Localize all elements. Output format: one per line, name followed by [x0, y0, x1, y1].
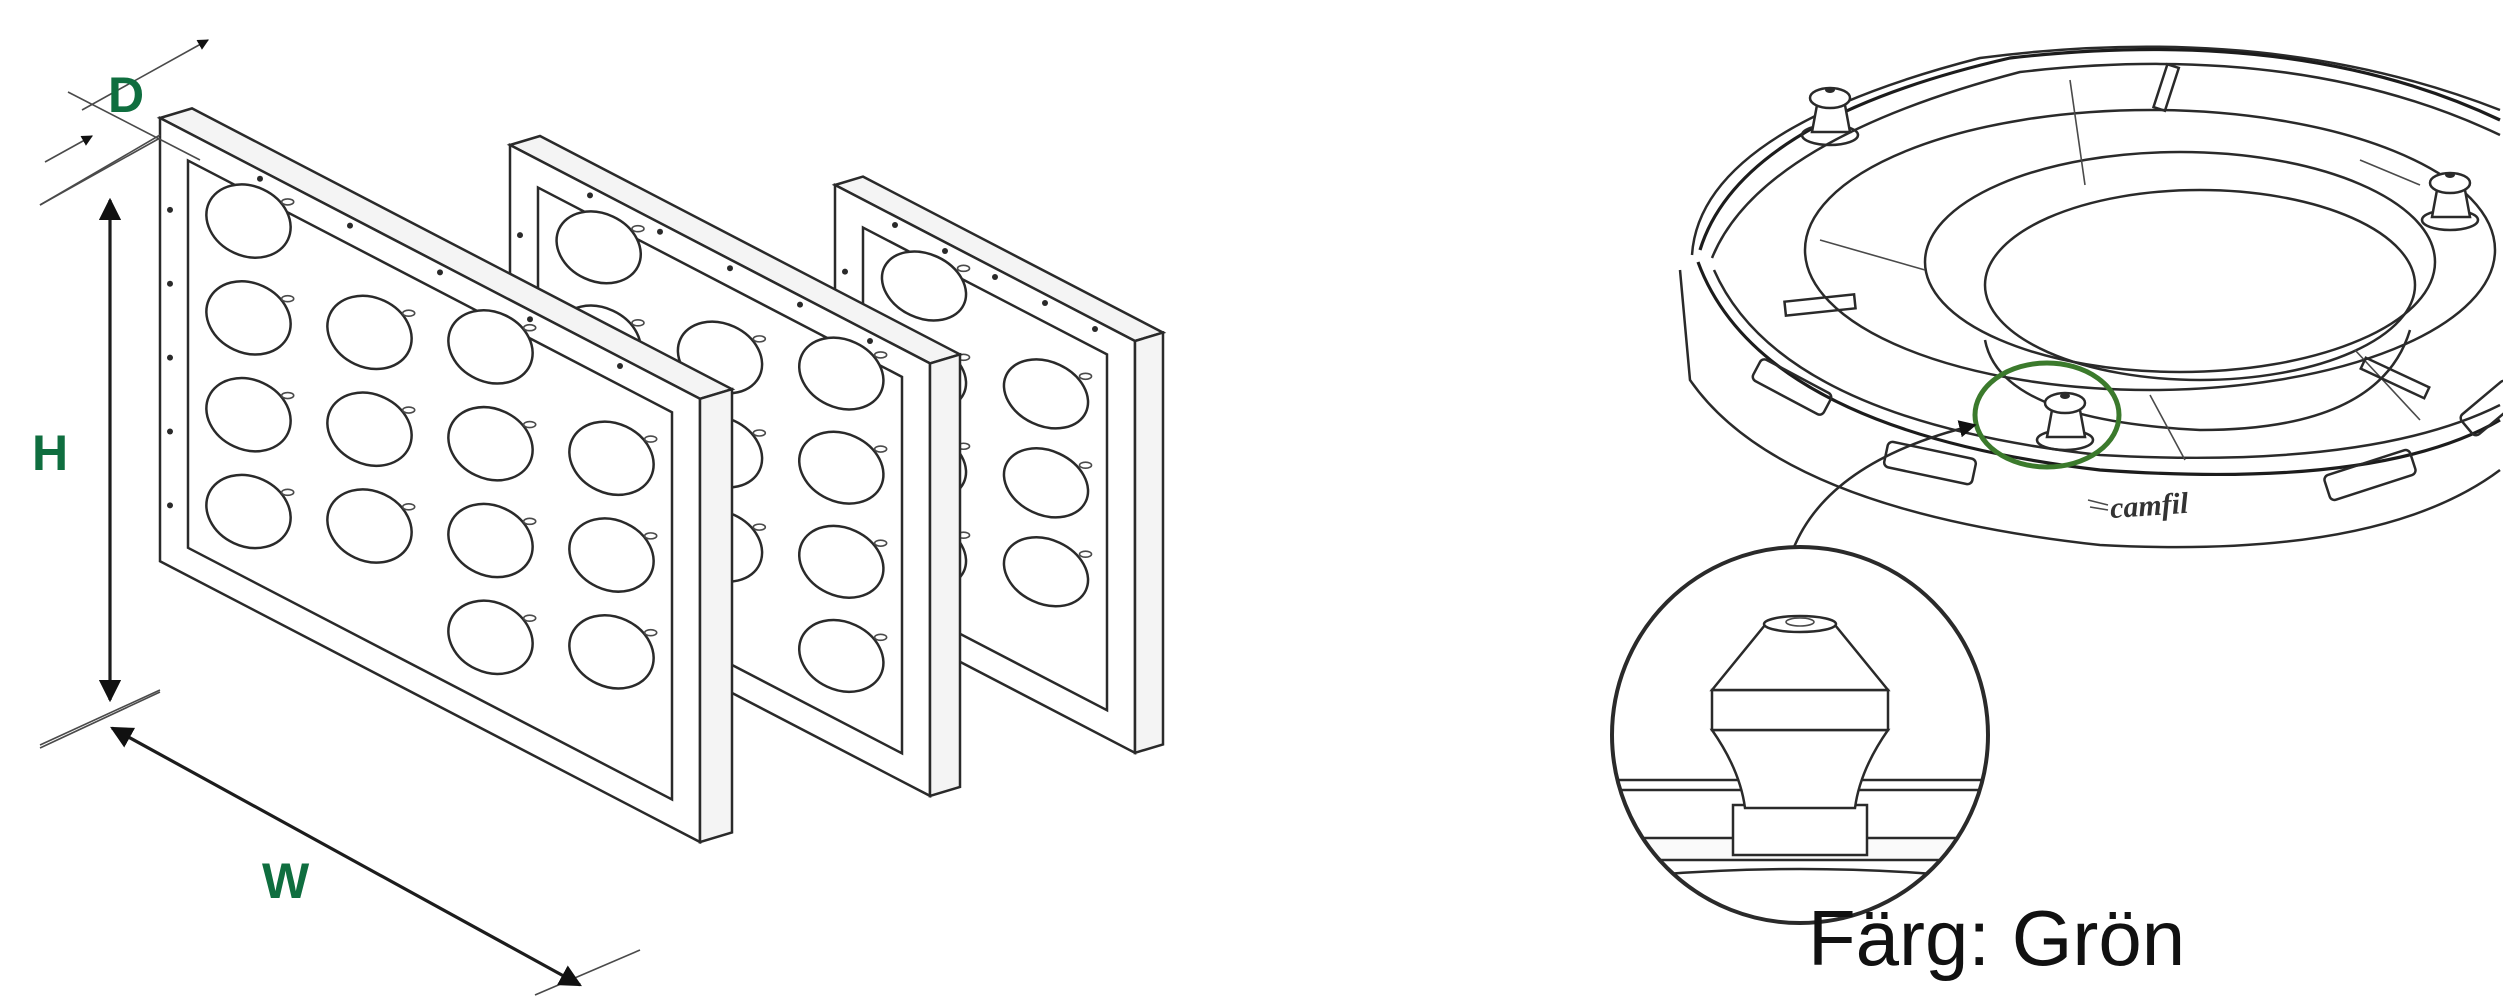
frame-hole-tab: [280, 294, 295, 303]
highlight-ring: [1972, 360, 2122, 470]
frame-hole-tab: [522, 323, 537, 332]
frame-hole: [205, 183, 292, 259]
frame-rivet: [347, 222, 353, 229]
frame-rivet: [617, 363, 623, 369]
frame-hole-tab: [873, 633, 888, 642]
frame-rivet: [842, 268, 848, 275]
frame-hole: [568, 420, 655, 497]
frame-hole: [326, 294, 413, 371]
frame-rivet: [167, 354, 173, 361]
frame-hole-tab: [873, 351, 888, 359]
frame-hole-tab: [643, 435, 658, 443]
color-caption: Färg: Grön: [1808, 894, 2185, 982]
frame-hole-tab: [752, 429, 767, 437]
frame-side-edge: [928, 352, 962, 798]
frame-hole: [205, 473, 292, 550]
frame-hole: [447, 599, 534, 676]
frame-hole-tab: [401, 503, 416, 511]
ring-housing-illustration: camfil: [1678, 45, 2503, 601]
frame-hole-tab: [643, 532, 658, 540]
knob-front: [2035, 391, 2095, 452]
knob-top-right: [2420, 171, 2480, 232]
frame-rivet: [797, 301, 803, 308]
frame-hole: [1002, 536, 1090, 608]
frame-hole-tab: [752, 335, 767, 343]
dimension-label-depth: D: [108, 67, 144, 123]
frame-rivet: [727, 265, 733, 272]
frame-hole-tab: [643, 628, 658, 637]
frame-hole-tab: [1078, 550, 1093, 558]
frame-rivet: [527, 316, 533, 323]
frame-rivet: [892, 222, 898, 228]
frame-rivet: [167, 428, 173, 435]
frame-hole-tab: [522, 517, 537, 526]
frame-hole: [447, 502, 534, 579]
frame-rivet: [517, 232, 523, 239]
frame-hole: [797, 524, 885, 599]
frame-hole-tab: [752, 523, 767, 531]
dimension-label-width: W: [262, 853, 310, 909]
frame-hole: [1002, 358, 1090, 430]
frame-side-edge: [698, 387, 734, 844]
frame-hole: [326, 391, 413, 468]
frame-rivet: [587, 192, 593, 199]
frame-rivet: [992, 274, 998, 280]
frame-hole: [555, 210, 643, 285]
frame-rivet: [1092, 326, 1098, 332]
zoom-detail: [1610, 545, 1990, 925]
frame-hole-tab: [1078, 372, 1093, 381]
frame-rivet: [167, 502, 173, 509]
frame-hole: [797, 336, 885, 411]
frame-hole: [797, 618, 885, 694]
frame-hole: [205, 280, 292, 356]
frame-hole: [1002, 447, 1090, 519]
frame-hole: [797, 430, 885, 505]
frame-rivet: [867, 338, 873, 344]
frame-rivet: [167, 280, 173, 287]
frame-hole-tab: [280, 198, 295, 206]
frame-hole-tab: [631, 224, 645, 233]
frame-panel-front: [156, 107, 736, 845]
frame-rivet: [942, 248, 948, 254]
dimension-lines: [39, 39, 641, 996]
frame-hole: [447, 309, 534, 385]
frame-hole-tab: [522, 614, 537, 622]
frame-hole-tab: [631, 319, 645, 327]
frame-hole-tab: [873, 445, 888, 453]
knob-top-left: [1800, 86, 1860, 147]
frame-rivet: [657, 228, 663, 235]
frame-side-edge: [1133, 330, 1165, 755]
frame-hole-tab: [280, 391, 295, 400]
brand-mark: camfil: [2109, 487, 2190, 525]
frame-rivet: [437, 269, 443, 276]
frame-rivet: [1042, 300, 1048, 306]
frame-hole-tab: [280, 488, 295, 497]
frame-hole-tab: [401, 406, 416, 414]
frame-hole: [326, 488, 413, 564]
filter-frames-illustration: [156, 107, 1167, 845]
frame-hole-tab: [401, 309, 416, 318]
frame-hole-tab: [522, 420, 537, 429]
frame-hole: [880, 250, 968, 322]
frame-rivet: [167, 206, 173, 213]
frame-hole: [568, 517, 655, 593]
frame-hole-tab: [1078, 461, 1093, 470]
frame-hole: [568, 614, 655, 690]
frame-rivet: [257, 175, 263, 182]
frame-hole-tab: [956, 264, 971, 273]
dimension-label-height: H: [32, 425, 68, 481]
frame-hole: [205, 376, 292, 453]
frame-hole-tab: [873, 539, 888, 547]
frame-hole: [447, 405, 534, 482]
